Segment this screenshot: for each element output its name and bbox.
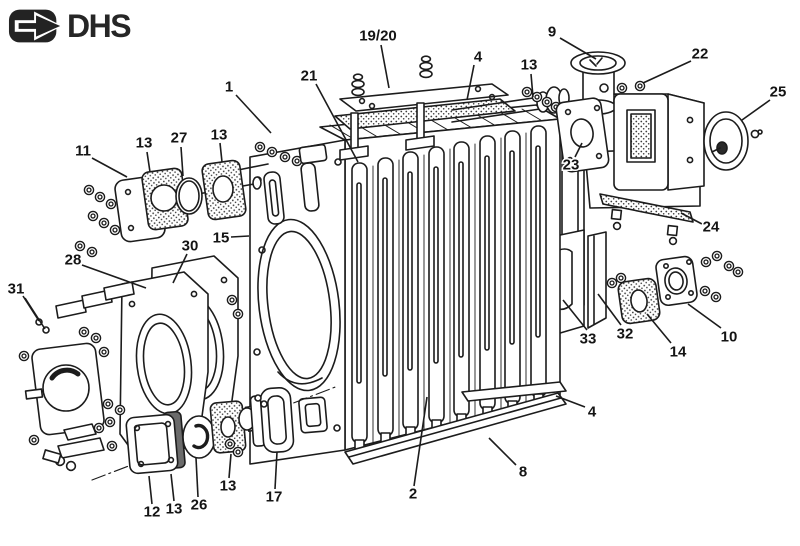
part-callout-14: 14	[670, 344, 687, 361]
part-callout-28: 28	[65, 252, 82, 269]
part-callout-17: 17	[266, 489, 283, 506]
part-callout-30: 30	[182, 238, 199, 255]
part-callout-15: 15	[213, 230, 230, 247]
flange-10	[655, 250, 744, 307]
part-callout-1: 1	[225, 79, 233, 96]
part-callout-25: 25	[770, 84, 787, 101]
callout-leader-15	[230, 235, 250, 238]
part-callout-23: 23	[563, 157, 580, 174]
callout-leader-33	[562, 299, 588, 331]
logo-text: DHS	[67, 7, 132, 44]
callout-leader-4	[466, 64, 475, 101]
callout-leader-24	[680, 212, 703, 225]
callout-leader-10	[687, 303, 722, 329]
base-rail-24	[599, 193, 694, 246]
part-callout-2: 2	[409, 486, 417, 503]
round-cover-25	[703, 111, 763, 171]
part-callout-8: 8	[519, 464, 527, 481]
part-callout-32: 32	[617, 326, 634, 343]
callout-leader-12	[148, 475, 153, 505]
callout-leader-17	[274, 451, 278, 490]
arrow-right-icon	[8, 9, 63, 43]
callout-leader-13	[170, 473, 175, 502]
part-callout-11: 11	[75, 143, 91, 160]
burner-plate-12	[93, 410, 186, 475]
callout-leader-13	[228, 453, 232, 479]
callout-leader-22	[642, 60, 692, 84]
damper-plate	[18, 342, 118, 452]
brackets-31	[35, 281, 135, 334]
part-callout-4: 4	[588, 404, 597, 421]
part-callout-27: 27	[171, 130, 188, 147]
callout-leader-13	[146, 151, 151, 173]
part-callout-13: 13	[211, 127, 228, 144]
part-callout-22: 22	[692, 46, 709, 63]
callout-leader-21	[315, 83, 359, 163]
callout-leader-26	[195, 457, 199, 498]
callout-leader-27	[180, 146, 184, 177]
part-callout-9: 9	[548, 24, 556, 41]
part-callout-24: 24	[703, 219, 720, 236]
callout-leader-4	[555, 395, 586, 408]
hinge-bracket	[42, 423, 105, 472]
front-section-plate	[253, 158, 342, 434]
part-callout-31: 31	[8, 281, 25, 298]
callout-leader-2	[413, 396, 428, 487]
callout-leader-28	[81, 264, 147, 289]
base-rail-8	[344, 392, 567, 465]
callout-leader-13	[530, 73, 534, 98]
part-callout-21: 21	[301, 68, 318, 85]
part-callout-13: 13	[521, 57, 538, 74]
part-callout-12: 12	[144, 504, 161, 521]
part-callout-19/20: 19/20	[359, 28, 397, 45]
left-flange-row	[83, 159, 262, 243]
rear-section-plate-32	[587, 231, 627, 329]
gasket-14	[617, 277, 661, 325]
part-callout-26: 26	[191, 497, 208, 514]
logo: DHS	[8, 4, 132, 48]
housing-22	[613, 80, 705, 191]
part-callout-13: 13	[166, 501, 183, 518]
part-callout-13: 13	[136, 135, 153, 152]
pump-flange-plate	[555, 97, 610, 173]
part-callout-4: 4	[474, 49, 483, 66]
callout-leader-14	[646, 313, 672, 344]
callout-leader-13	[219, 142, 223, 163]
callout-leader-30	[172, 253, 188, 284]
callout-leader-19/20	[380, 44, 390, 89]
part-callout-10: 10	[721, 329, 738, 346]
bracket-17	[224, 386, 295, 458]
callout-leader-8	[488, 437, 517, 466]
door-plate-28	[119, 271, 209, 457]
callout-leader-25	[741, 99, 771, 121]
top-cover-assembly	[334, 55, 516, 130]
callout-leader-23	[574, 142, 583, 158]
burner-disc-26	[182, 415, 216, 459]
callout-leader-11	[91, 157, 128, 178]
base-strip-4	[461, 381, 567, 402]
part-callout-13: 13	[220, 478, 237, 495]
callout-leader-1	[235, 94, 272, 134]
callout-leader-9	[559, 37, 597, 60]
callout-leader-32	[597, 293, 622, 326]
part-callout-33: 33	[580, 331, 597, 348]
callout-leader-31	[24, 297, 46, 330]
